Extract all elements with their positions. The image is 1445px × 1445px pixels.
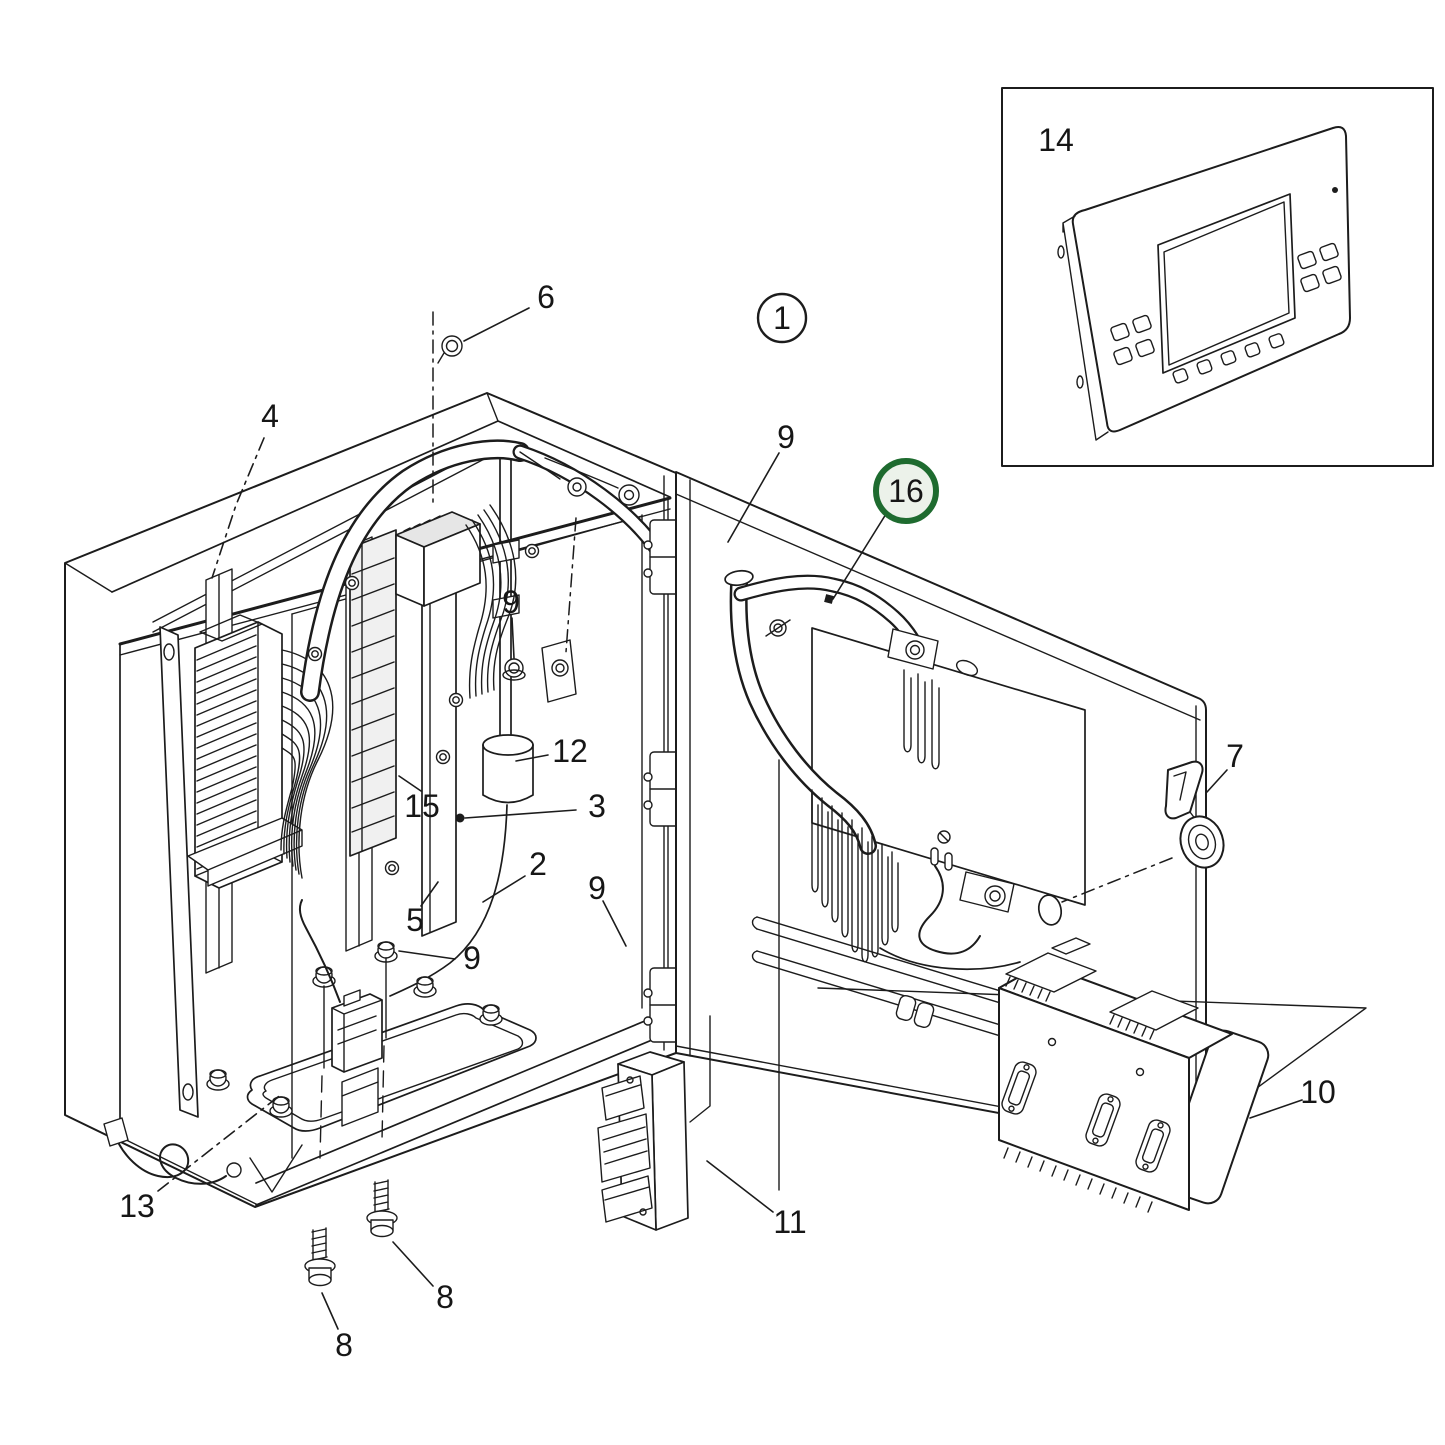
leader-line	[511, 617, 515, 659]
leader-line	[463, 307, 530, 342]
callout-6-screw-top: 6	[463, 279, 555, 342]
power-led	[1332, 187, 1338, 193]
callout-number: 15	[404, 788, 440, 824]
callout-number: 10	[1300, 1074, 1336, 1110]
callout-number: 9	[463, 940, 481, 976]
cable-clamp	[502, 517, 577, 703]
callout-11-connector: 11	[706, 1160, 807, 1240]
flange-bolt-left	[304, 1227, 336, 1287]
leader-line	[727, 452, 780, 543]
cover-screw	[432, 311, 463, 509]
callout-14-inset: 14	[1038, 122, 1074, 158]
leader-line	[392, 1241, 434, 1287]
callout-number: 11	[773, 1204, 806, 1240]
callout-number: 16	[888, 473, 924, 509]
enclosure-interior	[103, 311, 730, 1287]
leader-line	[464, 809, 577, 819]
callout-number: 8	[436, 1279, 454, 1315]
callout-9-top: 9	[727, 419, 795, 543]
callout-5-duct: 5	[406, 881, 439, 938]
callout-9-door: 9	[588, 870, 627, 947]
callout-2-nut: 2	[482, 846, 547, 903]
callout-circle	[756, 292, 808, 344]
leader-line	[211, 437, 265, 579]
leader-line	[482, 875, 526, 903]
lock-assembly	[1061, 760, 1225, 903]
callout-8-bolt-right: 8	[392, 1241, 454, 1315]
leader-line	[398, 950, 456, 960]
leader-line	[832, 513, 887, 600]
reference-dot	[824, 594, 834, 604]
callout-8-bolt-left: 8	[321, 1292, 353, 1363]
callout-number: 13	[119, 1188, 155, 1224]
capacitor-probe	[389, 457, 534, 997]
leader-line	[1249, 1099, 1303, 1119]
display-buttons	[1110, 242, 1342, 384]
callout-number: 9	[502, 584, 520, 620]
display-unit	[1057, 126, 1351, 441]
wire-duct	[421, 545, 457, 937]
callout-number: 5	[406, 902, 424, 938]
wire-bundle	[465, 504, 517, 699]
mounting-strap	[159, 626, 199, 1118]
callout-number: 3	[588, 788, 606, 824]
callout-number: 9	[588, 870, 606, 906]
door-harness	[724, 569, 1021, 971]
bottom-gasket-assembly	[206, 899, 537, 1287]
callout-number: 8	[335, 1327, 353, 1363]
callout-number: 4	[261, 398, 279, 434]
callout-13-ground-wire: 13	[119, 1092, 284, 1224]
callout-layer: 14 1 16 6 4 9 9 9 9 12 15 3 2 5 7 10 11 13 8 8	[119, 122, 1336, 1363]
flange-bolt-right	[366, 1179, 398, 1238]
callout-12-capacitor: 12	[515, 733, 588, 769]
callout-3-plate: 3	[455, 788, 606, 824]
connector-module	[597, 1015, 711, 1231]
terminal-block	[187, 614, 303, 889]
callout-number: 9	[777, 419, 795, 455]
leader-line	[1206, 769, 1228, 793]
controller-module	[998, 937, 1270, 1213]
callout-number: 6	[537, 279, 555, 315]
callout-7-lock: 7	[1206, 738, 1244, 793]
leader-line	[321, 1292, 339, 1330]
relay-module	[395, 511, 481, 607]
callout-9-bottom: 9	[398, 940, 481, 976]
callout-15-strip: 15	[398, 775, 440, 824]
callout-number: 14	[1038, 122, 1074, 158]
callout-1-assembly: 1	[756, 292, 808, 344]
leader-line	[420, 881, 439, 907]
din-rail	[751, 916, 1047, 1051]
highlight-circle	[873, 458, 939, 524]
reference-dot	[455, 813, 465, 823]
inset-panel-box	[1001, 87, 1434, 467]
leader-line	[515, 754, 549, 762]
leader-line	[706, 1160, 774, 1213]
display-screen	[1157, 193, 1296, 374]
leader-line	[602, 900, 627, 947]
leader-line	[157, 1092, 284, 1192]
callout-9-mid: 9	[502, 584, 520, 659]
leader-line	[398, 775, 422, 792]
plate-screws	[307, 543, 540, 876]
callout-number: 7	[1226, 738, 1244, 774]
callout-number: 2	[529, 846, 547, 882]
callout-10-controller: 10	[1249, 1074, 1336, 1119]
callout-number: 12	[552, 733, 588, 769]
callout-4-terminal-block: 4	[211, 398, 279, 579]
callout-16-harness: 16	[824, 458, 939, 604]
terminal-strip	[349, 529, 397, 857]
ground-wire	[103, 1117, 242, 1185]
callout-number: 1	[773, 300, 791, 336]
